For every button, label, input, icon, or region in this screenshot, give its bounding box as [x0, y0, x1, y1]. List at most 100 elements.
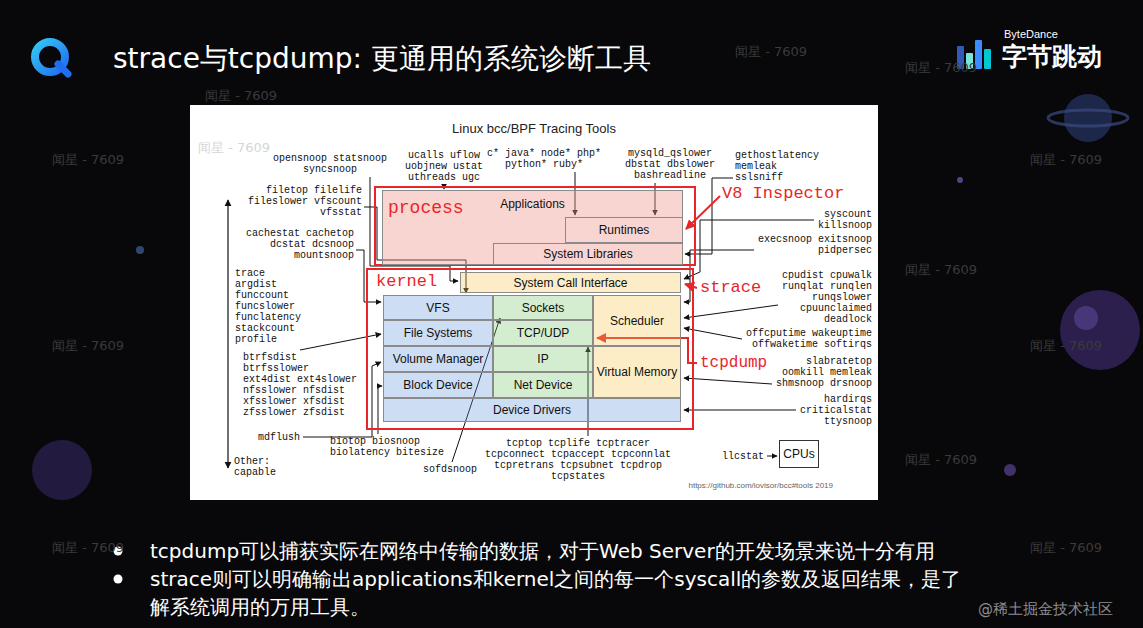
tool-list: cpudist cpuwalk runqlat runqlen runqslow… [780, 270, 872, 325]
region-label: process [388, 198, 464, 218]
layer-box: IP [493, 346, 593, 372]
planet-ring [1048, 110, 1128, 126]
watermark: 闻星 - 7609 [198, 140, 278, 156]
watermark: 闻星 - 7609 [1030, 338, 1140, 354]
star [136, 246, 144, 254]
region-label: kernel [376, 272, 437, 292]
leader-line [378, 386, 382, 434]
background-planets [32, 94, 1140, 500]
bullet-dot [114, 575, 123, 584]
watermark: 闻星 - 7609 [52, 540, 162, 556]
region-outline: process ApplicationsRuntimesSystem Librar… [374, 186, 696, 266]
tool-list: Other: capable [234, 456, 284, 478]
tool-list: slabratetop oomkill memleak shmsnoop drs… [774, 356, 872, 389]
tool-list: sofdsnoop [423, 464, 479, 475]
layer-box: Net Device [493, 372, 593, 398]
box-label: TCP/UDP [517, 326, 570, 340]
bullet-text: tcpdump可以捕获实际在网络中传输的数据，对于Web Server的开发场景… [150, 537, 1050, 565]
planet-spot [1074, 306, 1098, 330]
tool-list: mdflush [258, 432, 302, 443]
box-label: Block Device [403, 378, 472, 392]
watermark: 闻星 - 7609 [735, 44, 845, 60]
watermark: 闻星 - 7609 [1030, 152, 1140, 168]
tool-list: mysqld_qslower dbstat dbslower bashreadl… [624, 148, 716, 181]
layer-box: File Systems [383, 320, 493, 346]
box-label: System Libraries [543, 247, 632, 261]
figure-panel [190, 105, 878, 500]
tool-list: tcptop tcplife tcptracer tcpconnect tcpa… [484, 438, 672, 482]
box-label: System Call Interface [513, 276, 627, 290]
layer-box: Scheduler [593, 295, 681, 346]
box-label: Volume Manager [393, 352, 484, 366]
watermark: 闻星 - 7609 [905, 262, 1015, 278]
tool-list: trace argdist funccount funcslower funcl… [235, 268, 303, 345]
logo-bar [984, 49, 991, 69]
brand-name: 字节跳动 [1002, 42, 1132, 72]
box-label: Net Device [514, 378, 573, 392]
annotation: tcpdump [700, 353, 772, 373]
tool-list: btrfsdist btrfsslower ext4dist ext4slowe… [243, 352, 359, 418]
box-label: Applications [500, 197, 565, 211]
tool-list: biotop biosnoop biolatency bitesize [330, 436, 446, 458]
tool-list: hardirqs criticalstat ttysnoop [798, 394, 872, 427]
brand-name: ByteDance [1004, 28, 1104, 41]
box-label: VFS [426, 301, 449, 315]
star [957, 177, 963, 183]
region-outline: kernel System Call InterfaceVFS SocketsSch… [366, 268, 694, 430]
planet [1060, 290, 1140, 370]
leader-line [684, 305, 778, 318]
leader-lines [300, 172, 814, 462]
planet [32, 440, 92, 500]
box-label: Runtimes [599, 223, 650, 237]
tool-list: gethostlatency memleak sslsniff [735, 150, 821, 183]
tool-list: cachestat cachetop dcstat dcsnoop mounts… [244, 228, 354, 261]
tool-list: c* java* node* php* python* ruby* [486, 148, 602, 170]
layer-box: System Libraries [493, 243, 683, 265]
box-label: Device Drivers [493, 403, 571, 417]
watermark-credit: @稀土掘金技术社区 [978, 600, 1138, 618]
slide-title: strace与tcpdump: 更通用的系统诊断工具 [113, 42, 651, 76]
bullet-text: strace则可以明确输出applications和kernel之间的每一个sy… [150, 565, 963, 621]
watermark: 闻星 - 7609 [52, 152, 162, 168]
planet [1064, 94, 1112, 142]
leader-line [684, 410, 796, 411]
box-label: File Systems [404, 326, 473, 340]
leader-line [300, 334, 381, 350]
layer-box: TCP/UDP [493, 320, 593, 346]
layer-box: Block Device [383, 372, 493, 398]
tool-list: syscount killsnoop [816, 209, 872, 231]
tool-list: ucalls uflow uobjnew ustat uthreads ugc [404, 150, 484, 183]
watermark: 闻星 - 7609 [905, 60, 1015, 76]
logo-tail [58, 64, 68, 74]
box-label: Scheduler [610, 314, 664, 328]
source-url: https://github.com/iovisor/bcc#tools 201… [600, 481, 833, 491]
layer-box: Runtimes [565, 217, 683, 243]
annotation-arrow [685, 284, 697, 288]
figure-title: Linux bcc/BPF Tracing Tools [190, 121, 878, 137]
star [1004, 464, 1016, 476]
box-label: CPUs [783, 447, 814, 461]
layer-box: System Call Interface [460, 272, 681, 293]
leader-line [684, 378, 772, 384]
tool-list: offcputime wakeuptime offwaketime softir… [744, 328, 872, 350]
box-label: Virtual Memory [597, 365, 677, 379]
layer-box: VFS [383, 295, 493, 320]
annotation: strace [700, 278, 772, 298]
tool-list: filetop filelife fileslower vfscount vfs… [246, 185, 362, 218]
box-label: Sockets [522, 301, 565, 315]
watermark: 闻星 - 7609 [205, 88, 315, 104]
app-logo [35, 42, 68, 74]
box-label: IP [537, 352, 548, 366]
hardware-box: CPUs [779, 440, 819, 468]
annotation: V8 Inspector [722, 184, 872, 204]
tool-list: opensnoop statsnoop syncsnoop [272, 153, 388, 175]
stack-arrow [227, 200, 228, 468]
watermark: 闻星 - 7609 [1030, 540, 1140, 556]
watermark: 闻星 - 7609 [905, 452, 1015, 468]
layer-box: Volume Manager [383, 346, 493, 372]
layer-box: Virtual Memory [593, 346, 681, 398]
tool-list: execsnoop exitsnoop pidpersec [756, 234, 872, 256]
watermark: 闻星 - 7609 [52, 338, 162, 354]
leader-line [767, 456, 777, 457]
layer-box: Device Drivers [383, 398, 681, 422]
